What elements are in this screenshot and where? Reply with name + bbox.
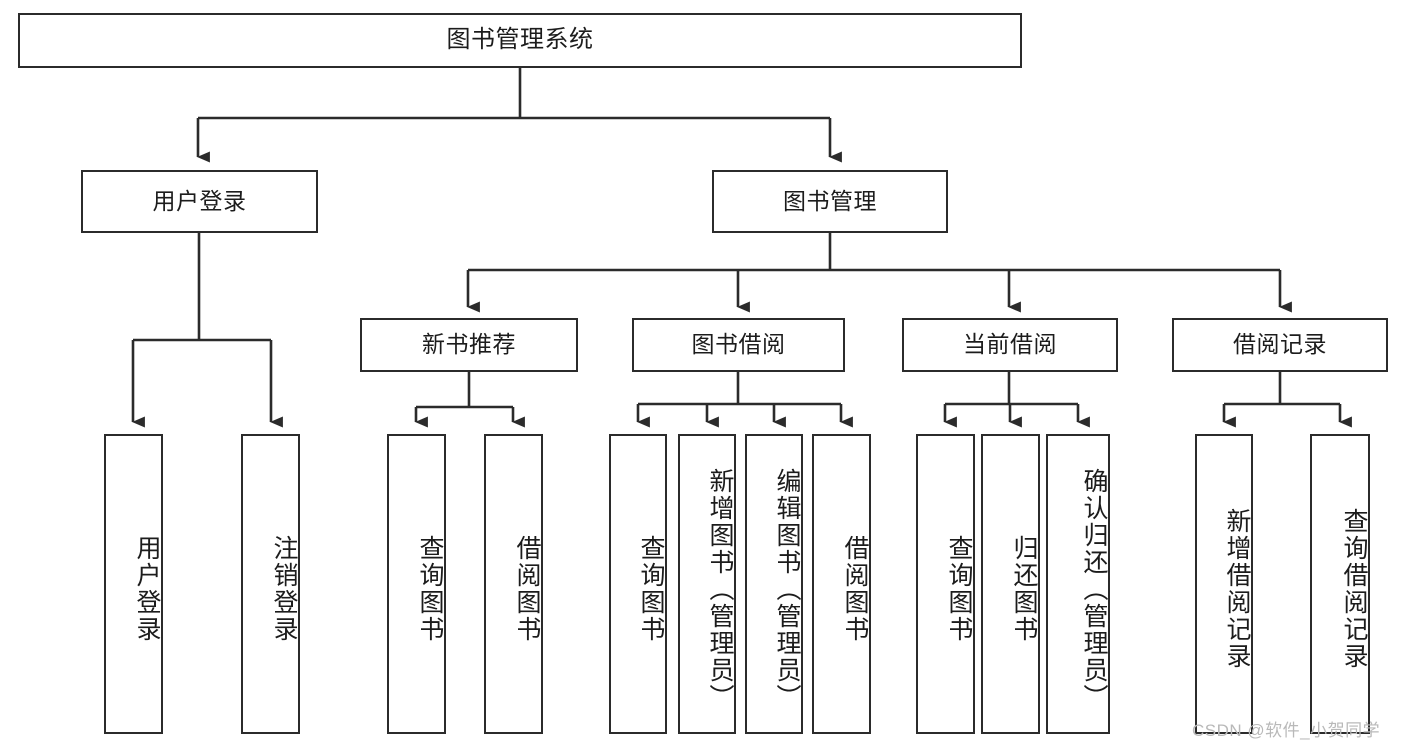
- leaf-user-login[interactable]: 用户登录: [104, 434, 163, 734]
- node-user-login-label: 用户登录: [152, 187, 247, 214]
- node-book-borrow[interactable]: 图书借阅: [632, 318, 845, 372]
- leaf-edit-book[interactable]: 编辑图书（管理员）: [745, 434, 803, 734]
- leaf-borrow-book-2[interactable]: 借阅图书: [812, 434, 871, 734]
- node-book-management-label: 图书管理: [783, 187, 877, 214]
- leaf-edit-book-label: 编辑图书（管理员）: [773, 467, 801, 711]
- leaf-confirm-return[interactable]: 确认归还（管理员）: [1046, 434, 1110, 734]
- leaf-return-book[interactable]: 归还图书: [981, 434, 1040, 734]
- leaf-query-book-1-label: 查询图书: [416, 535, 444, 643]
- leaf-query-borrow-record[interactable]: 查询借阅记录: [1310, 434, 1370, 734]
- leaf-return-book-label: 归还图书: [1010, 535, 1038, 643]
- leaf-borrow-book-1-label: 借阅图书: [513, 535, 541, 643]
- node-book-borrow-label: 图书借阅: [691, 331, 786, 358]
- leaf-borrow-book-1[interactable]: 借阅图书: [484, 434, 543, 734]
- node-borrow-record[interactable]: 借阅记录: [1172, 318, 1388, 372]
- leaf-confirm-return-label: 确认归还（管理员）: [1080, 467, 1108, 711]
- leaf-logout-login[interactable]: 注销登录: [241, 434, 300, 734]
- leaf-add-book-label: 新增图书（管理员）: [706, 467, 734, 711]
- leaf-borrow-book-2-label: 借阅图书: [841, 535, 869, 643]
- node-borrow-record-label: 借阅记录: [1233, 331, 1327, 358]
- node-user-login[interactable]: 用户登录: [81, 170, 318, 233]
- node-root[interactable]: 图书管理系统: [18, 13, 1022, 68]
- leaf-query-book-2-label: 查询图书: [637, 535, 665, 643]
- node-current-borrow-label: 当前借阅: [963, 331, 1057, 358]
- node-new-book-recommend[interactable]: 新书推荐: [360, 318, 578, 372]
- leaf-query-book-1[interactable]: 查询图书: [387, 434, 446, 734]
- leaf-query-borrow-record-label: 查询借阅记录: [1340, 508, 1368, 670]
- leaf-add-borrow-record-label: 新增借阅记录: [1223, 508, 1251, 670]
- leaf-add-book[interactable]: 新增图书（管理员）: [678, 434, 736, 734]
- leaf-query-book-3[interactable]: 查询图书: [916, 434, 975, 734]
- leaf-logout-login-label: 注销登录: [270, 535, 298, 643]
- leaf-query-book-2[interactable]: 查询图书: [609, 434, 667, 734]
- leaf-query-book-3-label: 查询图书: [945, 535, 973, 643]
- node-current-borrow[interactable]: 当前借阅: [902, 318, 1118, 372]
- leaf-user-login-label: 用户登录: [133, 535, 161, 643]
- leaf-add-borrow-record[interactable]: 新增借阅记录: [1195, 434, 1253, 734]
- node-new-book-recommend-label: 新书推荐: [422, 331, 516, 358]
- node-book-management[interactable]: 图书管理: [712, 170, 948, 233]
- csdn-watermark: CSDN @软件_小贺同学: [1192, 721, 1381, 740]
- node-root-label: 图书管理系统: [446, 26, 594, 54]
